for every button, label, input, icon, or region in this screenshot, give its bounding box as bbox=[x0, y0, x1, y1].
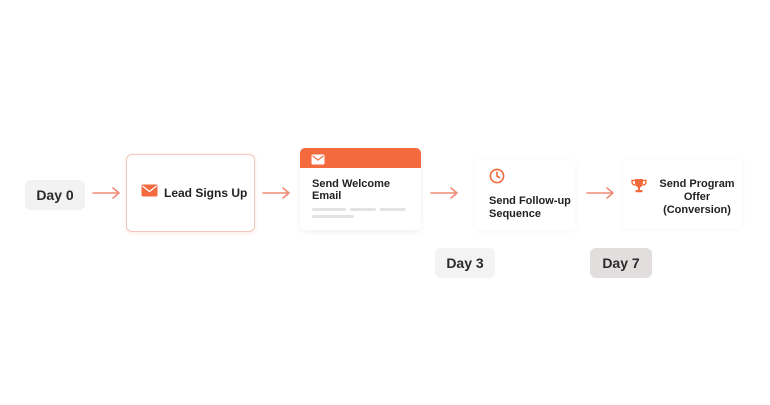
step-label: Send Program Offer (Conversion) bbox=[652, 178, 742, 217]
step-send-program-offer: Send Program Offer (Conversion) bbox=[624, 160, 742, 228]
clock-icon bbox=[489, 168, 505, 188]
day-7-label: Day 7 bbox=[590, 248, 652, 278]
arrow-connector bbox=[430, 186, 460, 200]
day-0-label: Day 0 bbox=[25, 180, 85, 210]
arrow-connector bbox=[586, 186, 616, 200]
envelope-icon bbox=[311, 152, 325, 169]
step-header-bar bbox=[300, 148, 421, 168]
arrow-connector bbox=[262, 186, 292, 200]
day-3-label: Day 3 bbox=[435, 248, 495, 278]
envelope-icon bbox=[141, 184, 158, 202]
step-label-line-1: Send Program bbox=[659, 178, 735, 190]
step-label-line-2: Offer (Conversion) bbox=[663, 191, 731, 216]
step-send-welcome-email: Send Welcome Email bbox=[300, 148, 421, 230]
step-label: Send Follow-up Sequence bbox=[489, 195, 571, 220]
step-label: Send Welcome Email bbox=[312, 178, 391, 202]
step-lead-signs-up: Lead Signs Up bbox=[126, 154, 255, 232]
step-send-follow-up-sequence: Send Follow-up Sequence bbox=[475, 160, 575, 230]
step-label: Lead Signs Up bbox=[164, 186, 248, 200]
arrow-connector bbox=[92, 186, 122, 200]
trophy-icon bbox=[630, 178, 648, 199]
email-body-placeholder bbox=[300, 208, 421, 228]
